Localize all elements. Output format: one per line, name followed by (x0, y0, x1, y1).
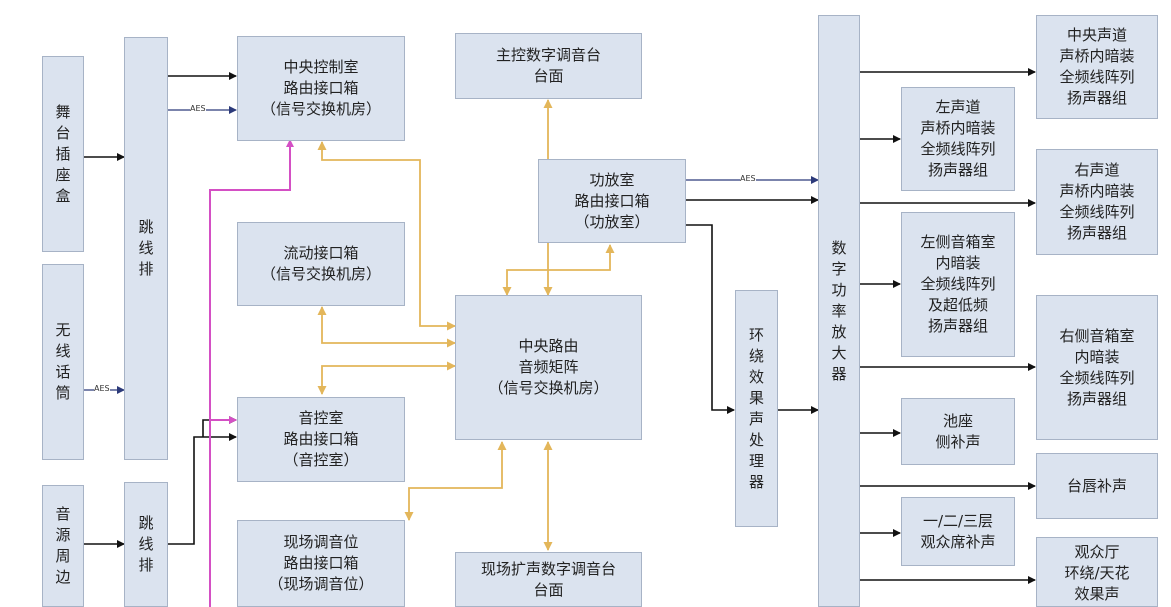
hall-surround-box: 观众厅 环绕/天花 效果声 (1036, 537, 1158, 607)
magenta-arrowheads (210, 139, 294, 424)
patch-bay-1-box: 跳线排 (124, 37, 168, 460)
right-array-box: 右声道 声桥内暗装 全频线阵列 扬声器组 (1036, 149, 1158, 255)
sound-control-room-box: 音控室 路由接口箱 （音控室） (237, 397, 405, 482)
patch-bay-2-label: 跳线排 (138, 514, 154, 574)
central-control-room-box: 中央控制室 路由接口箱 （信号交换机房） (237, 36, 405, 141)
left-array-box: 左声道 声桥内暗装 全频线阵列 扬声器组 (901, 87, 1015, 191)
center-array-box: 中央声道 声桥内暗装 全频线阵列 扬声器组 (1036, 15, 1158, 119)
central-matrix-box: 中央路由 音频矩阵 （信号交换机房） (455, 295, 642, 440)
stage-sockets-box: 舞台插座盒 (42, 56, 84, 252)
wireless-mic-box: 无线话筒 (42, 264, 84, 460)
balcony-fill-box: 一/二/三层 观众席补声 (901, 497, 1015, 566)
patch-bay-1-label: 跳线排 (138, 218, 154, 278)
onsite-mixing-box: 现场调音位 路由接口箱 （现场调音位） (237, 520, 405, 607)
aes-connectors (83, 106, 819, 394)
audio-peripheral-label: 音源周边 (55, 505, 71, 586)
right-side-array-box: 右侧音箱室 内暗装 全频线阵列 扬声器组 (1036, 295, 1158, 440)
black-connectors (83, 68, 1036, 584)
onsite-console-box: 现场扩声数字调音台 台面 (455, 552, 642, 607)
lip-fill-box: 台唇补声 (1036, 453, 1158, 519)
left-side-array-box: 左侧音箱室 内暗装 全频线阵列 及超低频 扬声器组 (901, 212, 1015, 357)
aes-label-2: AES (94, 384, 110, 393)
stage-sockets-label: 舞台插座盒 (55, 102, 71, 205)
aes-label-1: AES (190, 104, 206, 113)
aes-label-3: AES (740, 174, 756, 183)
patch-bay-2-box: 跳线排 (124, 482, 168, 607)
digital-amp-label: 数字功率放大器 (831, 238, 847, 383)
amp-room-box: 功放室 路由接口箱 （功放室） (538, 159, 686, 243)
digital-amp-box: 数字功率放大器 (818, 15, 860, 607)
main-console-box: 主控数字调音台 台面 (455, 33, 642, 99)
wireless-mic-label: 无线话筒 (55, 321, 71, 402)
surround-processor-label: 环绕效果声处理器 (748, 325, 764, 491)
pit-fill-box: 池座 侧补声 (901, 398, 1015, 465)
mobile-interface-box: 流动接口箱 （信号交换机房） (237, 222, 405, 306)
audio-peripheral-box: 音源周边 (42, 485, 84, 607)
surround-processor-box: 环绕效果声处理器 (735, 290, 778, 527)
